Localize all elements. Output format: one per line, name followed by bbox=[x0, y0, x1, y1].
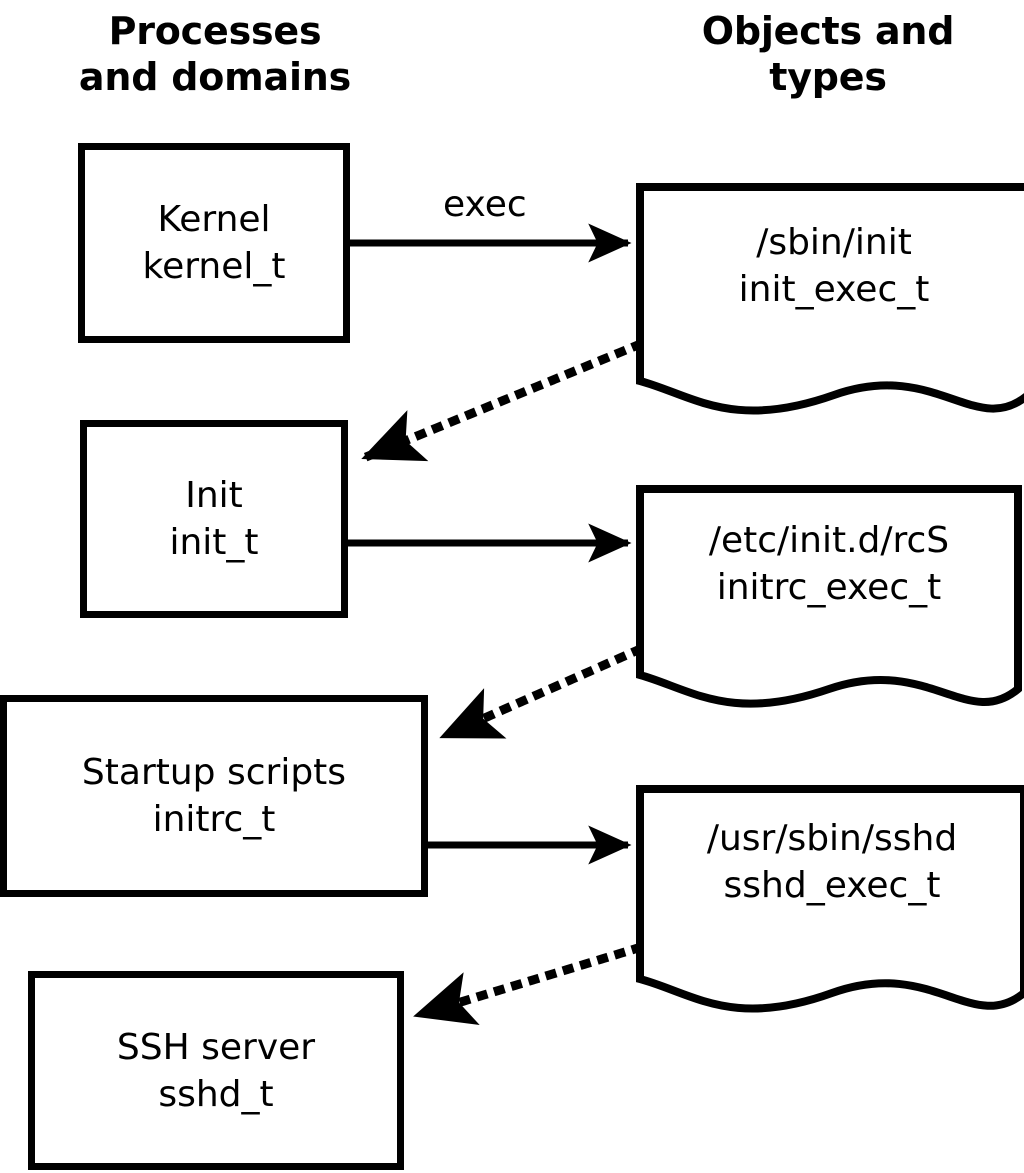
process-box-ssh-server-type: sshd_t bbox=[158, 1073, 274, 1115]
process-box-ssh-server-name: SSH server bbox=[116, 1026, 316, 1068]
edge-init-exec-transition bbox=[360, 339, 644, 463]
process-box-init[interactable]: Init init_t bbox=[80, 420, 348, 618]
process-box-kernel[interactable]: Kernel kernel_t bbox=[78, 143, 350, 343]
process-box-startup-scripts-type: initrc_t bbox=[152, 799, 276, 840]
object-doc-initrc-exec[interactable]: /etc/init.d/rcS initrc_exec_t bbox=[636, 485, 1022, 733]
document-shape-icon bbox=[636, 785, 1024, 1013]
document-shape-icon bbox=[636, 183, 1024, 415]
process-box-init-type: init_t bbox=[169, 522, 259, 563]
process-box-ssh-server[interactable]: SSH server sshd_t bbox=[28, 971, 404, 1170]
process-box-init-name: Init bbox=[185, 475, 243, 516]
column-header-objects-and-types: Objects and types bbox=[701, 9, 955, 99]
process-box-kernel-type: kernel_t bbox=[142, 246, 286, 287]
process-box-kernel-name: Kernel bbox=[157, 199, 271, 240]
edge-label-exec: exec bbox=[443, 184, 527, 225]
document-shape-icon bbox=[636, 485, 1022, 708]
process-box-startup-scripts[interactable]: Startup scripts initrc_t bbox=[0, 695, 428, 897]
process-box-startup-scripts-name: Startup scripts bbox=[81, 752, 347, 793]
object-doc-sshd-exec[interactable]: /usr/sbin/sshd sshd_exec_t bbox=[636, 785, 1024, 1037]
column-header-processes-and-domains: Processes and domains bbox=[78, 9, 352, 99]
object-doc-init-exec[interactable]: /sbin/init init_exec_t bbox=[636, 183, 1024, 439]
edge-initrc-exec-transition bbox=[438, 644, 644, 742]
edge-sshd-exec-transition bbox=[412, 942, 644, 1026]
